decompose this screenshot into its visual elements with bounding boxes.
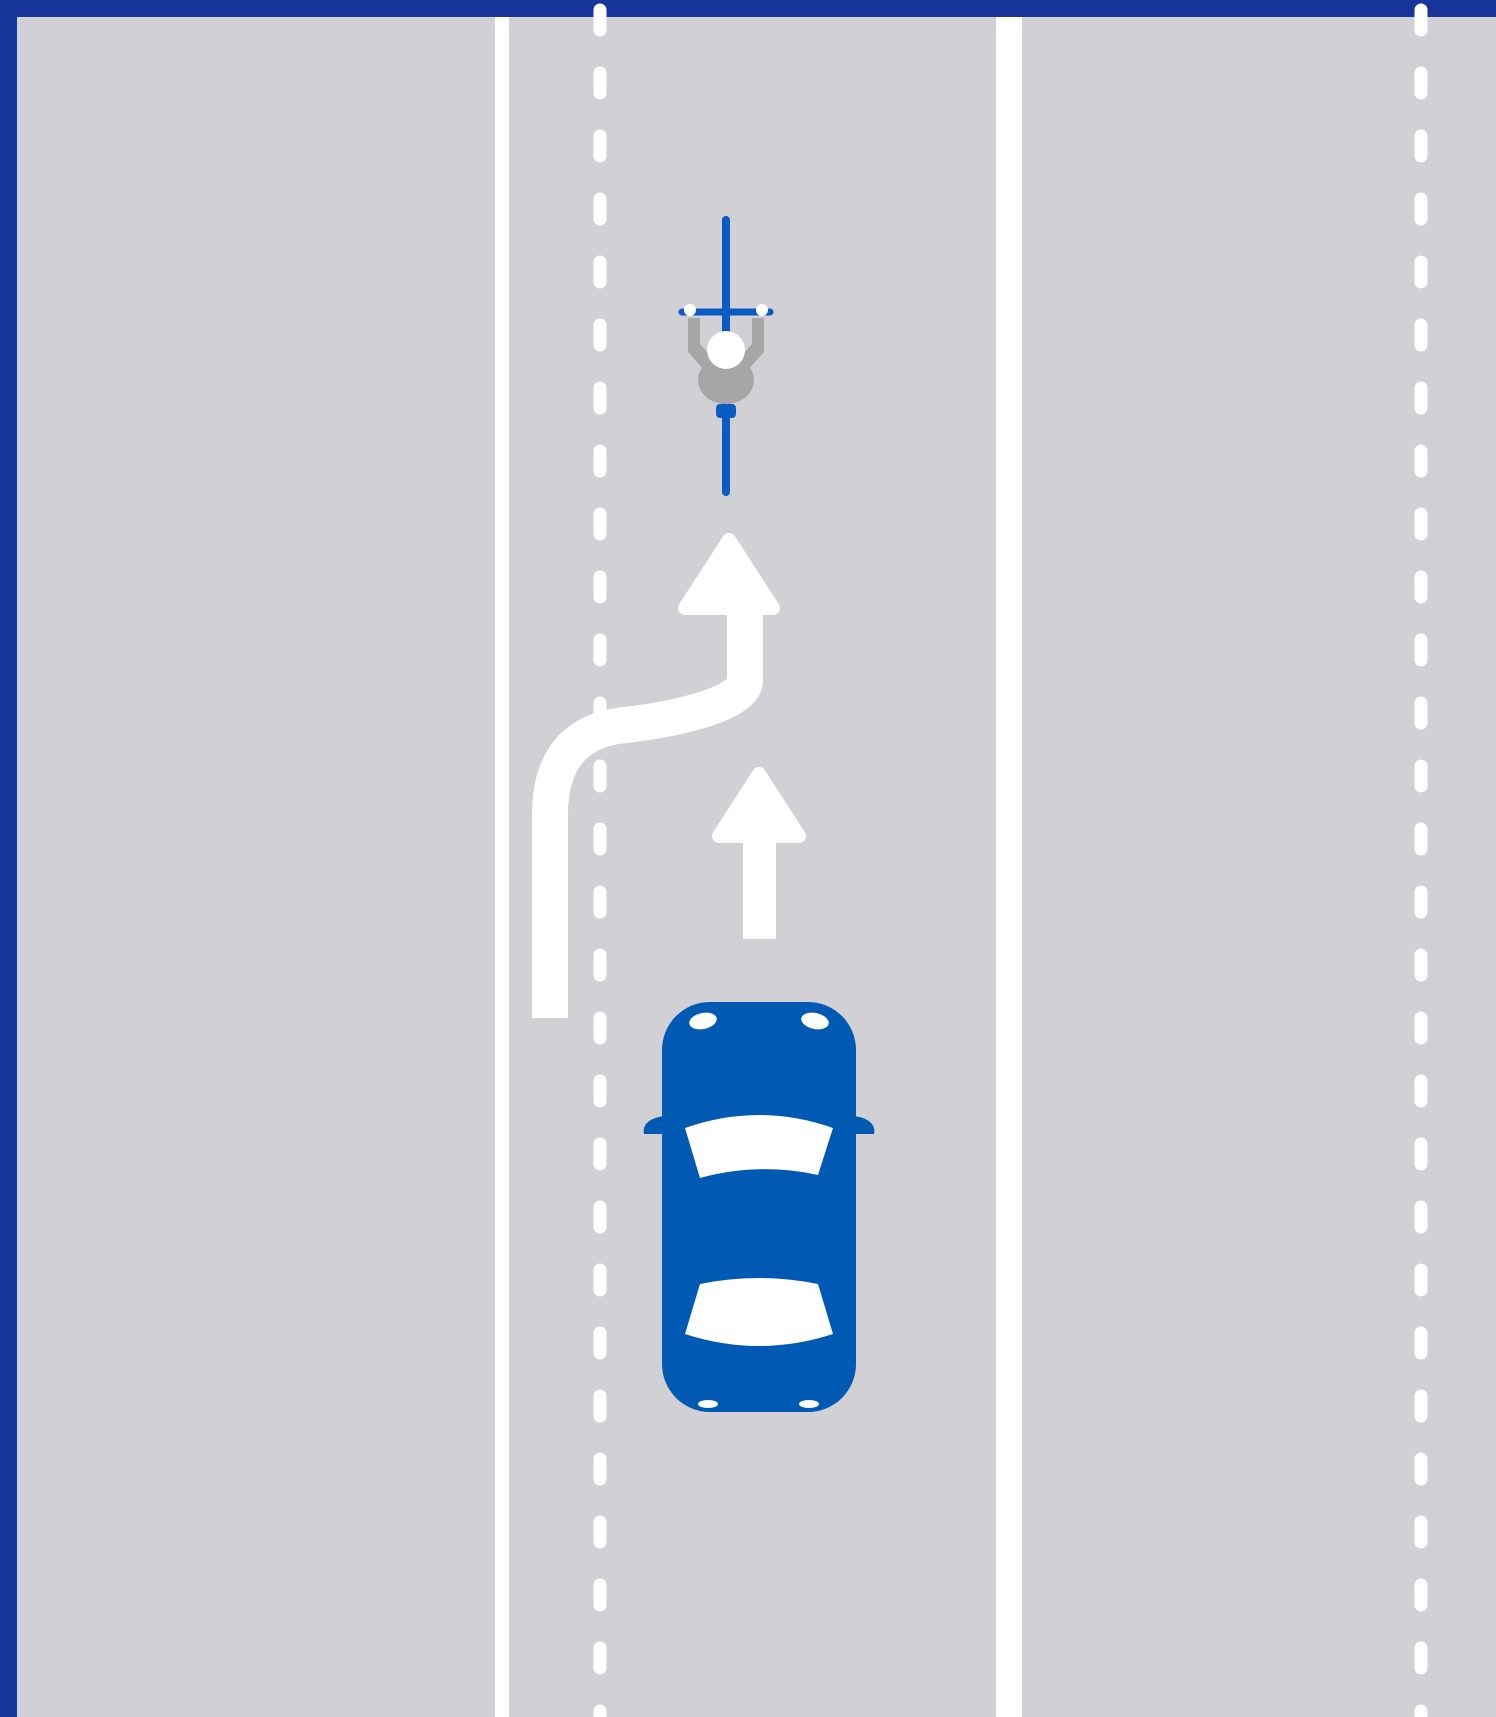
rear-window — [685, 1278, 833, 1346]
solid-lane-line — [996, 17, 1022, 1717]
hand-left — [684, 304, 696, 316]
taillight-right — [799, 1400, 819, 1408]
rider-head — [707, 331, 745, 369]
car-icon — [644, 1002, 875, 1412]
straight-arrow-shaft — [743, 832, 776, 939]
hand-right — [756, 304, 768, 316]
taillight-left — [698, 1400, 718, 1408]
windshield — [685, 1115, 833, 1178]
car-body — [662, 1002, 856, 1412]
road-border-left — [0, 0, 17, 1717]
bicycle-seat — [716, 404, 736, 418]
solid-lane-line — [495, 17, 509, 1717]
road-border — [0, 0, 1496, 17]
